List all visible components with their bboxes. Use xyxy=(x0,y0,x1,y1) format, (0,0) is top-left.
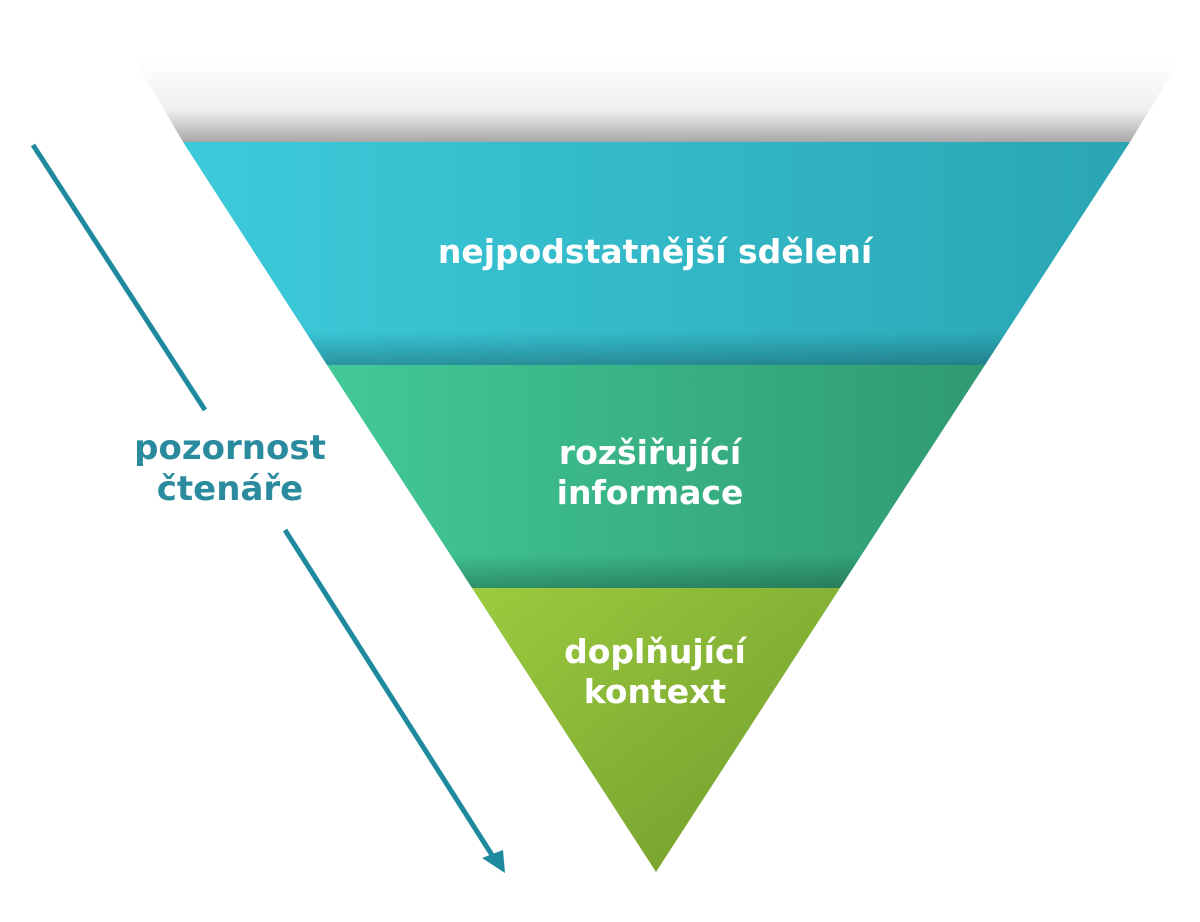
layer-3-label-line2: kontext xyxy=(583,671,727,711)
layer-3-shape xyxy=(472,588,840,872)
pyramid-top-rim xyxy=(135,60,1180,142)
layer-3-label-line1: doplňující xyxy=(564,632,746,671)
layer-2-label-line1: rozšiřující xyxy=(558,433,742,472)
layer-3-label: doplňující kontext xyxy=(455,632,855,711)
arrow-head-icon xyxy=(482,850,505,873)
layer-1-label: nejpodstatnější sdělení xyxy=(437,232,873,271)
arrow-line-lower xyxy=(282,528,495,857)
layer-2-label: rozšiřující informace xyxy=(450,433,850,512)
layer-2-label-line2: informace xyxy=(556,472,744,512)
arrow-label-line1: pozornost xyxy=(134,428,326,468)
arrow-label-line2: čtenáře xyxy=(156,468,304,509)
arrow-label: pozornost čtenáře xyxy=(110,428,350,510)
arrow-line-upper xyxy=(30,143,208,412)
